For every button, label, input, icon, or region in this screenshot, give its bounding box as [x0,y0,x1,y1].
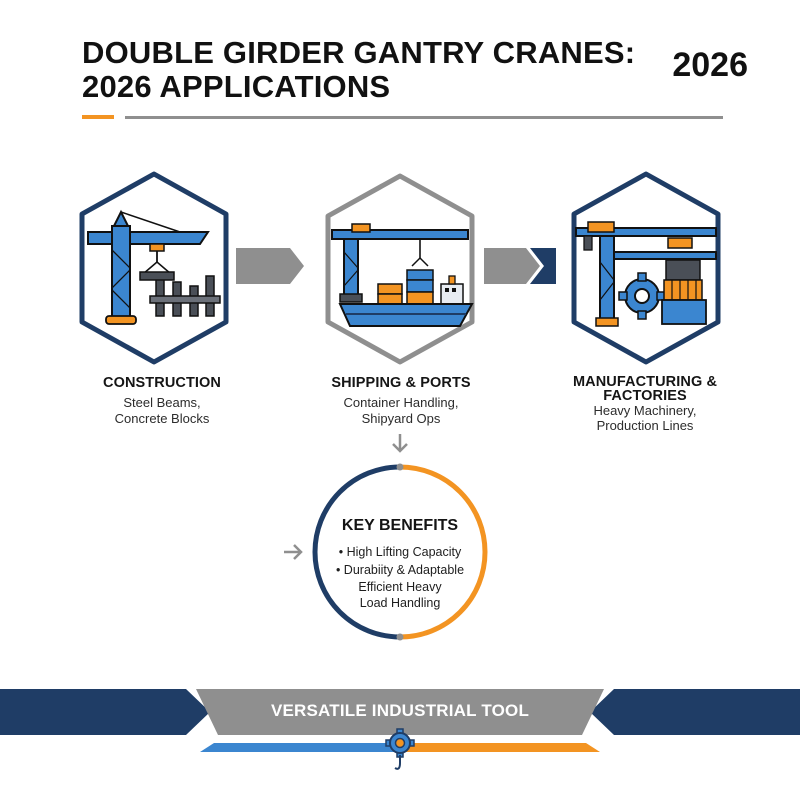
header-rule-accent [82,115,114,119]
banner-label: VERSATILE INDUSTRIAL TOOL [270,701,530,720]
header-rule [125,115,723,119]
port-crane-ship-icon [331,223,474,327]
construction-hexagon [79,171,229,365]
application-shipping: SHIPPING & PORTS Container Handling, Shi… [316,375,486,427]
benefit-item: • High Lifting Capacity [338,545,462,559]
benefit-item: Efficient Heavy [358,580,442,594]
gear-hook-icon [385,728,415,770]
down-arrow-icon [392,434,408,453]
application-manufacturing: MANUFACTURING & FACTORIES Heavy Machiner… [560,375,730,433]
application-desc: Container Handling, [343,395,459,410]
connector-arrow-2 [484,248,556,284]
construction-crane-icon [87,209,221,325]
application-title: SHIPPING & PORTS [331,375,471,391]
benefit-item: Load Handling [359,596,441,610]
connector-arrow-1 [236,248,304,284]
title-line-1: DOUBLE GIRDER GANTRY CRANES: [82,35,636,70]
factory-crane-gear-icon [575,221,717,327]
page-title: DOUBLE GIRDER GANTRY CRANES: 2026 APPLIC… [82,36,642,104]
year-badge: 2026 [672,46,748,84]
bottom-banner [0,689,800,752]
title-line-2: 2026 APPLICATIONS [82,69,391,104]
application-title: MANUFACTURING & [572,374,718,390]
benefits-title: KEY BENEFITS [341,517,459,534]
application-construction: CONSTRUCTION Steel Beams, Concrete Block… [84,375,240,427]
application-desc: Steel Beams, [123,395,201,410]
application-title: CONSTRUCTION [103,375,221,391]
application-desc: Concrete Blocks [114,411,210,426]
right-arrow-icon [284,544,303,560]
application-desc: Shipyard Ops [361,411,441,426]
benefit-item: • Durabiity & Adaptable [335,563,465,577]
application-title: FACTORIES [603,388,687,404]
benefits-ring [312,463,488,641]
application-desc: Heavy Machinery, [593,403,697,418]
application-desc: Production Lines [596,418,694,433]
